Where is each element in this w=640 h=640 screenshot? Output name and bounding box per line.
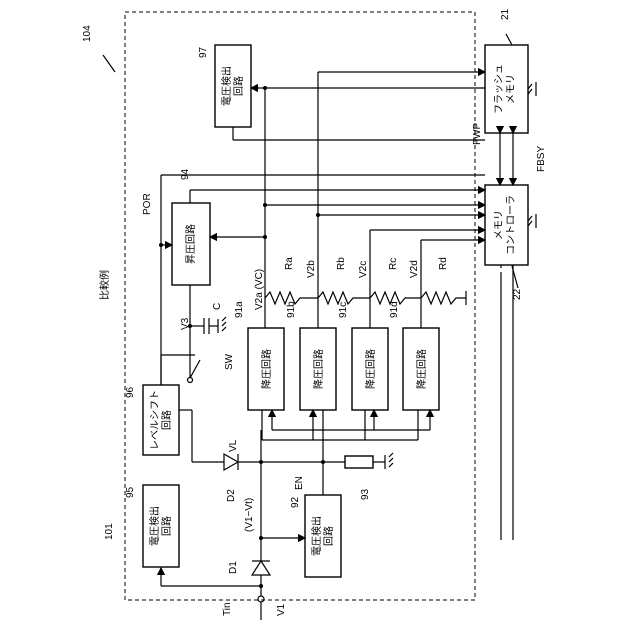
label-d1: D1 bbox=[228, 561, 239, 574]
figure-title: 比較例 bbox=[98, 270, 111, 300]
block-91b-regulator: 降圧回路 bbox=[300, 328, 336, 410]
label-v3: V3 bbox=[180, 317, 191, 330]
label-sw: SW bbox=[224, 353, 235, 370]
label-v2c: V2c bbox=[358, 261, 369, 278]
block-91c-regulator: 降圧回路 bbox=[352, 328, 388, 410]
svg-text:回路: 回路 bbox=[160, 410, 173, 430]
svg-text:回路: 回路 bbox=[322, 526, 335, 546]
resistors-ra-rd bbox=[265, 291, 466, 305]
svg-text:レベルシフト: レベルシフト bbox=[149, 390, 161, 450]
resistor-93 bbox=[345, 456, 373, 468]
block-94-booster: 昇圧回路 bbox=[172, 203, 210, 285]
label-c: C bbox=[212, 303, 223, 310]
ref-94: 94 bbox=[180, 168, 191, 180]
block-97-voltage-detector: 電圧検出 回路 bbox=[215, 45, 251, 127]
ref-104: 104 bbox=[82, 25, 93, 42]
svg-text:電圧検出: 電圧検出 bbox=[148, 506, 161, 546]
diode-d2 bbox=[224, 454, 238, 470]
block-22-memory-controller: メモリ コントローラ bbox=[485, 185, 528, 265]
ref-22: 22 bbox=[512, 288, 523, 300]
ref-95: 95 bbox=[125, 486, 136, 498]
label-vl: VL bbox=[228, 439, 239, 452]
ref-21: 21 bbox=[500, 8, 511, 20]
ref-97: 97 bbox=[198, 46, 209, 58]
ref-91a: 91a bbox=[234, 301, 245, 318]
block-21-flash-memory: フラッシュ メモリ bbox=[485, 45, 528, 133]
svg-text:降圧回路: 降圧回路 bbox=[415, 349, 428, 389]
block-95-voltage-detector: 電圧検出 回路 bbox=[143, 485, 179, 567]
label-fwp: FWP bbox=[472, 122, 483, 145]
label-v1vt: (V1−Vt) bbox=[244, 498, 255, 532]
block-92-voltage-detector: 電圧検出 回路 bbox=[305, 495, 341, 577]
label-por: POR bbox=[142, 193, 153, 215]
svg-text:フラッシュ: フラッシュ bbox=[493, 64, 505, 114]
label-ra: Ra bbox=[284, 257, 295, 270]
label-d2: D2 bbox=[226, 489, 237, 502]
label-rb: Rb bbox=[336, 257, 347, 270]
ref-96: 96 bbox=[125, 386, 136, 398]
label-fbsy: FBSY bbox=[536, 146, 547, 172]
label-rd: Rd bbox=[438, 257, 449, 270]
leader-104 bbox=[103, 55, 115, 72]
input-terminal-tin bbox=[258, 596, 264, 602]
ref-92: 92 bbox=[290, 496, 301, 508]
ground-symbols-memory bbox=[528, 82, 536, 228]
svg-text:昇圧回路: 昇圧回路 bbox=[184, 224, 197, 264]
svg-text:メモリ: メモリ bbox=[494, 210, 505, 240]
label-v1: V1 bbox=[276, 603, 287, 616]
ref-101: 101 bbox=[104, 523, 115, 540]
capacitor-c bbox=[204, 318, 209, 334]
svg-text:回路: 回路 bbox=[232, 76, 245, 96]
diode-d1 bbox=[252, 561, 270, 575]
svg-text:コントローラ: コントローラ bbox=[505, 195, 517, 255]
label-v2d: V2d bbox=[409, 260, 420, 278]
label-en: EN bbox=[294, 476, 305, 490]
svg-text:電圧検出: 電圧検出 bbox=[220, 66, 233, 106]
label-tin: Tin bbox=[222, 602, 233, 616]
block-91d-regulator: 降圧回路 bbox=[403, 328, 439, 410]
svg-text:電圧検出: 電圧検出 bbox=[310, 516, 323, 556]
ref-93: 93 bbox=[360, 488, 371, 500]
switch-sw bbox=[188, 360, 201, 383]
svg-text:降圧回路: 降圧回路 bbox=[312, 349, 325, 389]
svg-text:降圧回路: 降圧回路 bbox=[260, 349, 273, 389]
svg-text:回路: 回路 bbox=[160, 516, 173, 536]
label-v2a: V2a (VC) bbox=[254, 269, 265, 310]
label-rc: Rc bbox=[388, 258, 399, 270]
svg-text:降圧回路: 降圧回路 bbox=[364, 349, 377, 389]
block-96-level-shift: レベルシフト 回路 bbox=[143, 385, 179, 455]
ref-91c: 91c bbox=[338, 302, 349, 318]
svg-text:メモリ: メモリ bbox=[506, 74, 517, 104]
label-v2b: V2b bbox=[306, 260, 317, 278]
block-91a-regulator: 降圧回路 bbox=[248, 328, 284, 410]
